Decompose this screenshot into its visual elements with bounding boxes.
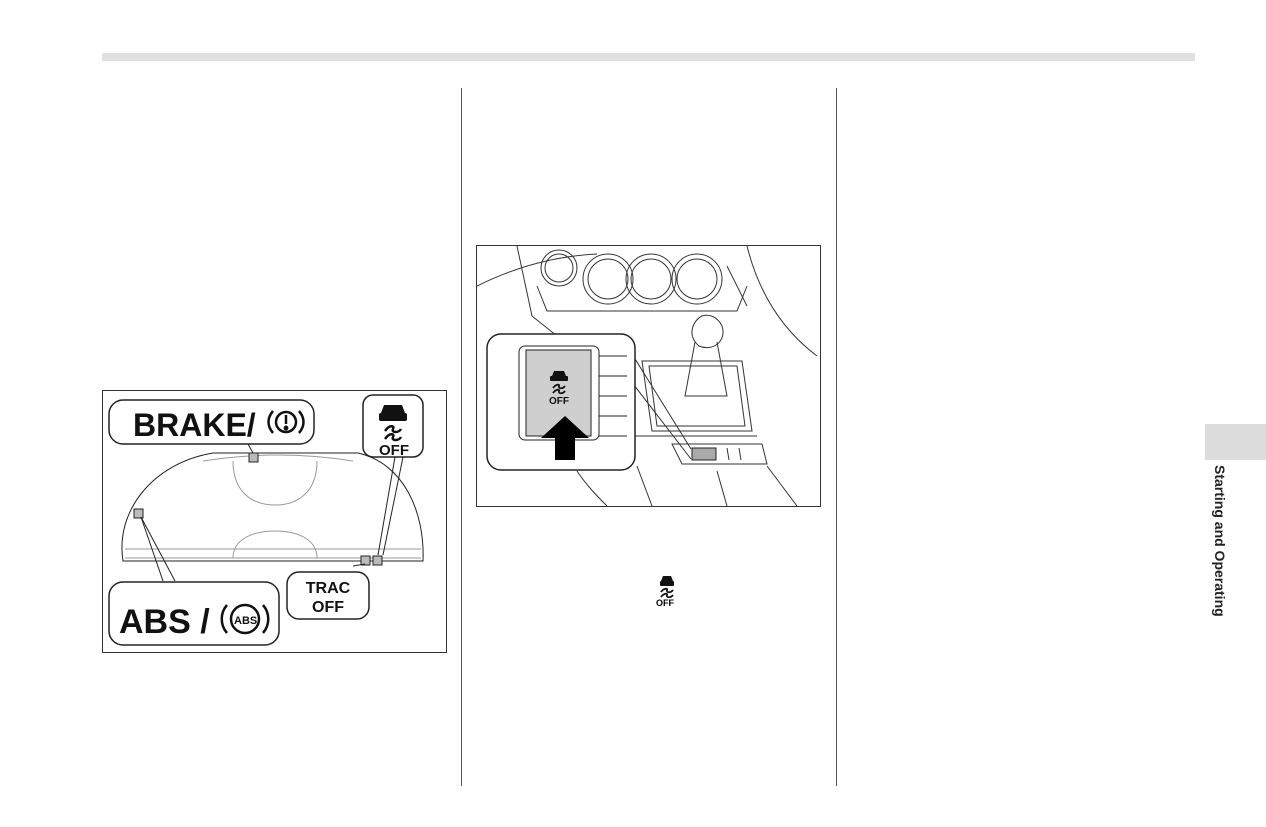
console-figure: OFF bbox=[476, 245, 821, 507]
brake-indicator bbox=[248, 452, 259, 463]
vsc-off-indicator bbox=[372, 555, 383, 566]
inline-off-label: OFF bbox=[656, 598, 674, 608]
section-tab-label: Starting and Operating bbox=[1208, 465, 1228, 645]
vsc-off-label: OFF bbox=[379, 442, 409, 459]
switch-off-label: OFF bbox=[549, 396, 569, 407]
cluster-figure: BRAKE/ OFF ABS / ABS TRAC OFF bbox=[102, 390, 447, 653]
press-arrow-icon bbox=[541, 416, 589, 460]
cluster-outline bbox=[121, 452, 424, 562]
vsc-off-icon bbox=[379, 405, 407, 442]
vsc-off-small-icon bbox=[660, 576, 674, 599]
trac-label-line1: TRAC bbox=[306, 580, 351, 597]
brake-label: BRAKE/ bbox=[133, 407, 256, 443]
section-tab bbox=[1205, 424, 1266, 460]
header-rule bbox=[102, 53, 1195, 61]
switch-vsc-icon bbox=[550, 371, 568, 395]
column-divider-right bbox=[836, 88, 837, 786]
brake-warning-icon bbox=[267, 410, 305, 434]
abs-badge: ABS bbox=[234, 615, 257, 627]
abs-indicator bbox=[133, 508, 144, 519]
trac-off-indicator bbox=[360, 555, 371, 566]
inline-vsc-off-indicator: OFF bbox=[655, 574, 679, 610]
trac-label-line2: OFF bbox=[312, 599, 344, 616]
column-divider-left bbox=[461, 88, 462, 786]
section-tab-text: Starting and Operating bbox=[1212, 465, 1228, 617]
abs-warning-icon bbox=[220, 603, 270, 635]
abs-label: ABS / bbox=[119, 603, 210, 641]
